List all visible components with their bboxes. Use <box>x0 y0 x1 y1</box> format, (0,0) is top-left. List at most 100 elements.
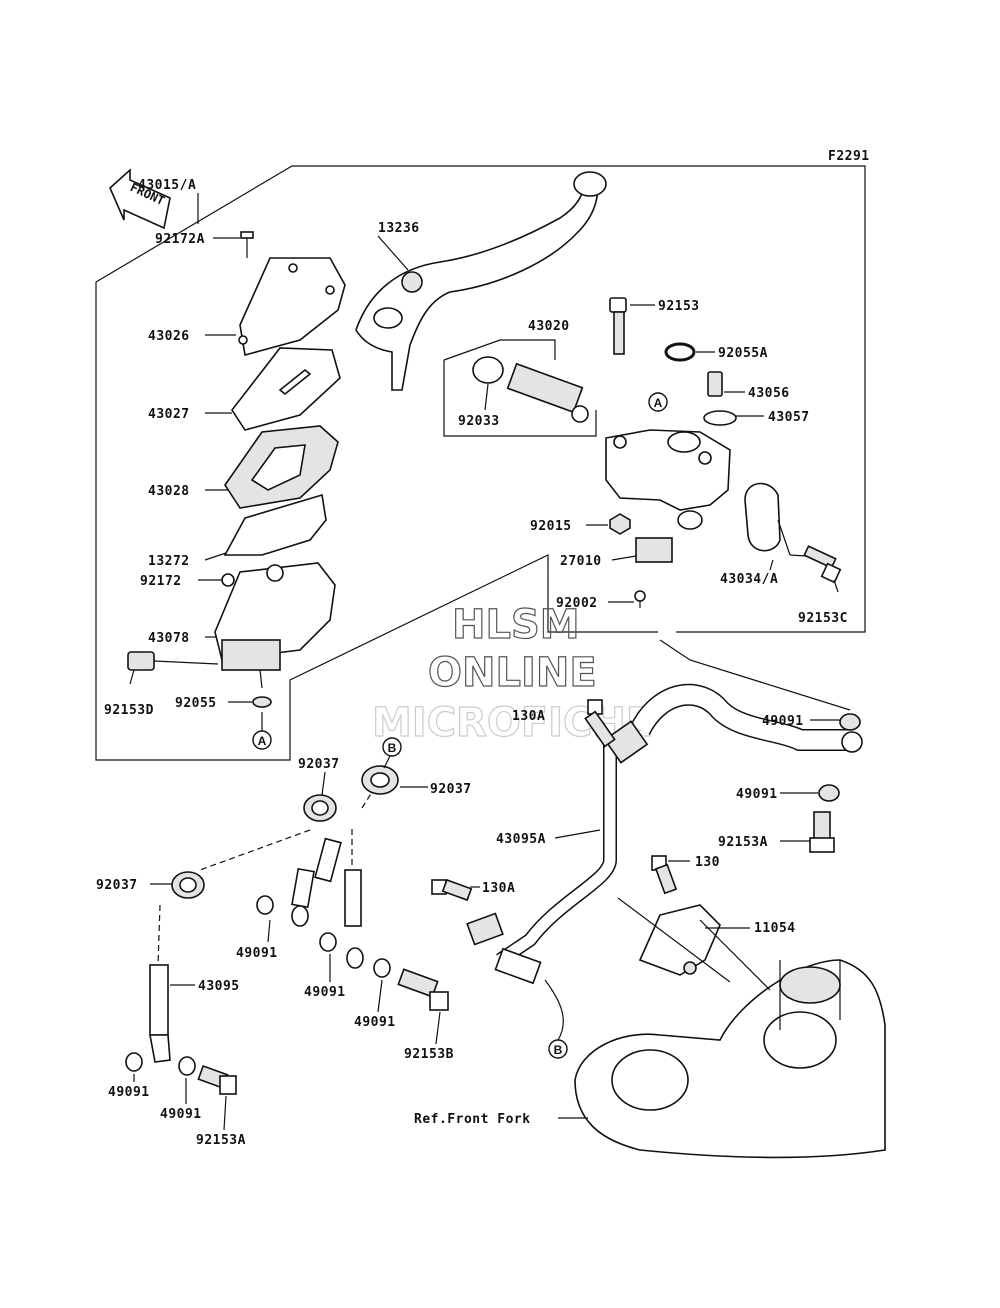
clip-92037-b <box>361 765 399 795</box>
label-43057: 43057 <box>768 410 810 425</box>
label-92037-b: 92037 <box>430 782 472 797</box>
svg-text:A: A <box>258 734 267 748</box>
label-43015A: 43015/A <box>138 178 196 193</box>
bolt-92153C <box>803 545 842 584</box>
dashed-link-1 <box>199 829 311 871</box>
dashed-link-2 <box>157 904 161 966</box>
svg-text:B: B <box>554 1043 563 1057</box>
clip-92037-c <box>171 871 205 899</box>
label-92153C: 92153C <box>798 611 848 626</box>
washer-49091-b <box>818 784 840 802</box>
assembly-outline <box>95 165 866 761</box>
nut-92015 <box>609 513 631 535</box>
label-49091-a: 49091 <box>762 714 804 729</box>
hose-fitting-left <box>291 837 364 969</box>
svg-text:B: B <box>388 741 397 755</box>
label-92153D: 92153D <box>104 703 154 718</box>
label-92172A: 92172A <box>155 232 205 247</box>
brake-lever <box>355 171 607 391</box>
float-plate <box>223 493 327 556</box>
label-13236: 13236 <box>378 221 420 236</box>
bolt-130A-mid <box>431 878 473 902</box>
marker-b-top: B <box>382 737 402 757</box>
label-43056: 43056 <box>748 386 790 401</box>
label-49091-d: 49091 <box>304 985 346 1000</box>
label-27010: 27010 <box>560 554 602 569</box>
label-92015: 92015 <box>530 519 572 534</box>
bolt-92153A-right <box>809 811 835 853</box>
cap-screw <box>240 231 254 258</box>
label-49091-c: 49091 <box>236 946 278 961</box>
label-92153: 92153 <box>658 299 700 314</box>
diaphragm <box>224 425 339 509</box>
banjo-line <box>659 639 851 711</box>
label-92055A: 92055A <box>718 346 768 361</box>
label-92153A-left: 92153A <box>196 1133 246 1148</box>
leader-lines <box>129 235 840 1131</box>
washer-group-left <box>125 895 391 1076</box>
bolt-92153A-left <box>197 1064 237 1095</box>
reservoir-cap <box>238 257 346 357</box>
marker-a-top: A <box>648 392 668 412</box>
front-fork-clamp <box>574 959 886 1159</box>
label-49091-b: 49091 <box>736 787 778 802</box>
label-130A-top: 130A <box>512 709 545 724</box>
piston-kit-bracket <box>443 339 556 361</box>
label-43020: 43020 <box>528 319 570 334</box>
watermark-line-2: ONLINE <box>428 650 597 696</box>
bolt-130A-top <box>584 699 616 748</box>
label-92037-c: 92037 <box>96 878 138 893</box>
diaphragm-plate <box>231 347 341 431</box>
piston-kit-outline <box>443 360 597 437</box>
bolt-130 <box>651 855 678 895</box>
marker-b-bottom: B <box>548 1039 568 1059</box>
mount-line-1 <box>617 897 731 983</box>
label-92002: 92002 <box>556 596 598 611</box>
clip-92037-a <box>303 794 337 822</box>
label-49091-g: 49091 <box>160 1107 202 1122</box>
watermark-line-1: HLSM <box>452 602 580 648</box>
master-cylinder-body <box>605 429 731 530</box>
label-43095: 43095 <box>198 979 240 994</box>
washer-49091-a <box>839 713 861 731</box>
brake-hose-43095A <box>466 683 863 985</box>
label-130A-mid: 130A <box>482 881 515 896</box>
screw-92002 <box>634 590 646 608</box>
label-13272: 13272 <box>148 554 190 569</box>
reservoir-bolt <box>127 651 219 671</box>
label-43028: 43028 <box>148 484 190 499</box>
label-43078: 43078 <box>148 631 190 646</box>
label-11054: 11054 <box>754 921 796 936</box>
dashed-link-4 <box>361 791 373 809</box>
marker-a-bottom: A <box>252 730 272 750</box>
label-49091-e: 49091 <box>354 1015 396 1030</box>
bleeder-43056 <box>707 371 723 397</box>
label-49091-f: 49091 <box>108 1085 150 1100</box>
piston-kit <box>472 356 589 423</box>
label-92153A-right: 92153A <box>718 835 768 850</box>
bolt-92153B <box>397 968 449 1011</box>
pivot-bolt-92153 <box>609 297 627 355</box>
brake-hose-43095 <box>149 964 171 1063</box>
label-43026: 43026 <box>148 329 190 344</box>
bracket-11054 <box>638 904 721 976</box>
label-92172: 92172 <box>140 574 182 589</box>
clamp-43034A <box>744 482 781 552</box>
label-92055: 92055 <box>175 696 217 711</box>
cap-43057 <box>703 410 737 426</box>
diagram-code: F2291 <box>828 149 870 164</box>
svg-text:A: A <box>654 396 663 410</box>
reservoir-screw <box>221 573 235 587</box>
label-43095A: 43095A <box>496 832 546 847</box>
switch-27010 <box>635 537 673 563</box>
label-92153B: 92153B <box>404 1047 454 1062</box>
label-43034A: 43034/A <box>720 572 778 587</box>
label-92037-a: 92037 <box>298 757 340 772</box>
mount-line-2 <box>699 919 771 991</box>
label-130: 130 <box>695 855 720 870</box>
label-92033: 92033 <box>458 414 500 429</box>
label-43027: 43027 <box>148 407 190 422</box>
reservoir-body <box>214 562 336 689</box>
oring-92055 <box>252 696 272 708</box>
